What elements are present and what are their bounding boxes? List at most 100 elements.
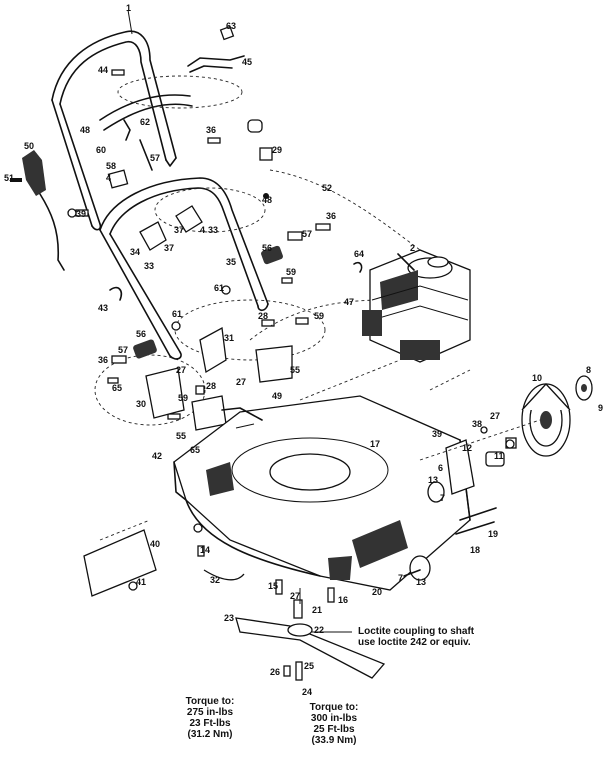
left-bracket-guide	[94, 354, 206, 426]
callout-11: 11	[494, 451, 504, 461]
callout-64: 64	[354, 249, 365, 259]
callout-45: 45	[242, 57, 253, 67]
torque-left-ftlbs: 23 Ft-lbs	[189, 718, 231, 729]
callout-32: 32	[210, 575, 221, 585]
callout-39a: 39	[76, 209, 87, 219]
callout-9: 9	[598, 403, 604, 413]
callout-22: 22	[314, 625, 325, 635]
callout-36c: 36	[98, 355, 109, 365]
callout-65b: 65	[190, 445, 201, 455]
callout-7b: 7	[398, 573, 404, 583]
rear-baffles	[83, 519, 245, 597]
misc-parts	[109, 119, 515, 591]
callout-29: 29	[272, 145, 283, 155]
pivot-guide	[174, 299, 326, 361]
callout-21: 21	[312, 605, 323, 615]
callout-56b: 56	[136, 329, 147, 339]
callout-33a: 33	[208, 225, 219, 235]
torque-right-heading: Torque to:	[309, 702, 359, 713]
callout-49: 49	[272, 391, 283, 401]
wheel-assembly	[403, 375, 593, 581]
engine	[362, 249, 471, 363]
torque-right-inlbs: 300 in-lbs	[310, 713, 358, 724]
callout-4: 4	[106, 173, 112, 183]
callout-26: 26	[270, 667, 281, 677]
handle-top-guide	[117, 75, 243, 109]
callout-7: 7	[440, 493, 446, 503]
callout-48b: 48	[262, 195, 273, 205]
callout-14: 14	[200, 545, 211, 555]
callout-39b: 39	[432, 429, 443, 439]
callout-42: 42	[152, 451, 163, 461]
springs	[133, 245, 283, 359]
callout-4b: 4	[200, 225, 206, 235]
callout-6: 6	[438, 463, 444, 473]
callout-25: 25	[304, 661, 315, 671]
loctite-note-line1: Loctite coupling to shaft	[358, 626, 475, 637]
callout-23: 23	[224, 613, 235, 623]
callout-55a: 55	[290, 365, 301, 375]
loctite-note: Loctite coupling to shaft use loctite 24…	[358, 626, 474, 648]
callout-10: 10	[532, 373, 543, 383]
pivot-brackets	[139, 205, 293, 431]
callout-17: 17	[370, 439, 381, 449]
torque-left-inlbs: 275 in-lbs	[186, 707, 234, 718]
callout-61b: 61	[172, 309, 183, 319]
throttle-control	[10, 150, 65, 271]
callout-13a: 13	[428, 475, 439, 485]
callout-19: 19	[488, 529, 499, 539]
mower-deck	[173, 395, 471, 591]
callout-65a: 65	[112, 383, 123, 393]
callout-18: 18	[470, 545, 481, 555]
callout-44: 44	[98, 65, 109, 75]
callout-62: 62	[140, 117, 151, 127]
callout-50: 50	[24, 141, 35, 151]
callout-37b: 37	[164, 243, 175, 253]
callout-8: 8	[586, 365, 592, 375]
torque-note-right: Torque to: 300 in-lbs 25 Ft-lbs (33.9 Nm…	[294, 702, 374, 746]
callout-1: 1	[126, 3, 132, 13]
callout-61a: 61	[214, 283, 225, 293]
loctite-note-line2: use loctite 242 or equiv.	[358, 637, 471, 648]
blade-assembly	[235, 588, 386, 681]
callout-59a: 59	[286, 267, 297, 277]
callout-41: 41	[136, 577, 147, 587]
callout-37: 37	[174, 225, 185, 235]
control-bale	[107, 25, 245, 189]
torque-right-ftlbs: 25 Ft-lbs	[313, 724, 355, 735]
callout-16: 16	[338, 595, 349, 605]
torque-left-heading: Torque to:	[185, 696, 235, 707]
callout-27b: 27	[236, 377, 247, 387]
callout-48a: 48	[80, 125, 91, 135]
callout-28a: 28	[258, 311, 269, 321]
callout-47a: 47	[344, 297, 355, 307]
engine-projection-b	[429, 369, 471, 391]
callout-51: 51	[4, 173, 15, 183]
callout-59b: 59	[314, 311, 325, 321]
callout-58: 58	[106, 161, 117, 171]
callout-36a: 36	[206, 125, 217, 135]
callout-27d: 27	[290, 591, 301, 601]
callout-55b: 55	[176, 431, 187, 441]
callout-34: 34	[130, 247, 141, 257]
callout-20: 20	[372, 587, 383, 597]
torque-left-nm: (31.2 Nm)	[187, 729, 233, 740]
callout-40: 40	[150, 539, 161, 549]
hardware-bolts	[67, 69, 335, 603]
callout-12: 12	[462, 443, 473, 453]
torque-right-nm: (33.9 Nm)	[311, 735, 357, 746]
callout-52: 52	[322, 183, 333, 193]
callout-35: 35	[226, 257, 237, 267]
callout-57b: 57	[302, 229, 313, 239]
callout-33b: 33	[144, 261, 155, 271]
callout-38: 38	[472, 419, 483, 429]
callout-30: 30	[136, 399, 147, 409]
bracket-guide	[154, 187, 266, 233]
torque-note-left: Torque to: 275 in-lbs 23 Ft-lbs (31.2 Nm…	[172, 696, 248, 740]
callout-36b: 36	[326, 211, 337, 221]
callout-59c: 59	[178, 393, 189, 403]
callout-56a: 56	[262, 243, 273, 253]
upper-handle	[51, 9, 193, 231]
